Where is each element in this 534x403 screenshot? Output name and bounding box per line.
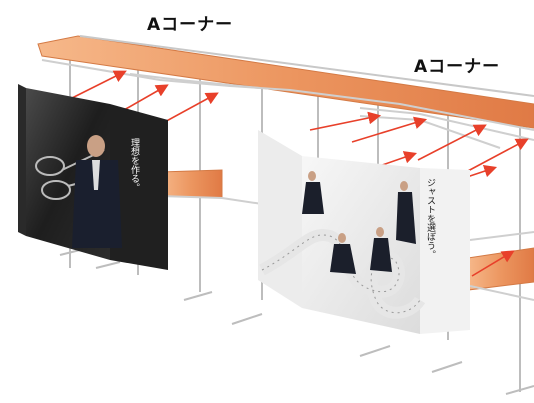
lower-left-shelf-plank: [159, 169, 223, 199]
top-back-rail: [79, 35, 534, 97]
lower-right-rails: [469, 231, 534, 301]
measuring-tape-motif: [259, 228, 426, 319]
corner-label-left: Aコーナー: [147, 15, 234, 35]
frame-feet: [59, 249, 534, 395]
right-panel-caption: ジャストを選ぼう。: [425, 178, 436, 259]
left-panel-caption: 理想を作る。: [129, 138, 140, 192]
suited-figures-right: [302, 171, 416, 274]
suited-figure-left: [72, 135, 122, 248]
lower-right-shelf-plank: [467, 247, 534, 291]
left-display-panel: 理想を作る。: [18, 84, 168, 270]
lower-left-rail: [159, 195, 263, 205]
right-display-panel: ジャストを選ぼう。: [258, 130, 470, 334]
corner-label-right: Aコーナー: [414, 57, 501, 77]
